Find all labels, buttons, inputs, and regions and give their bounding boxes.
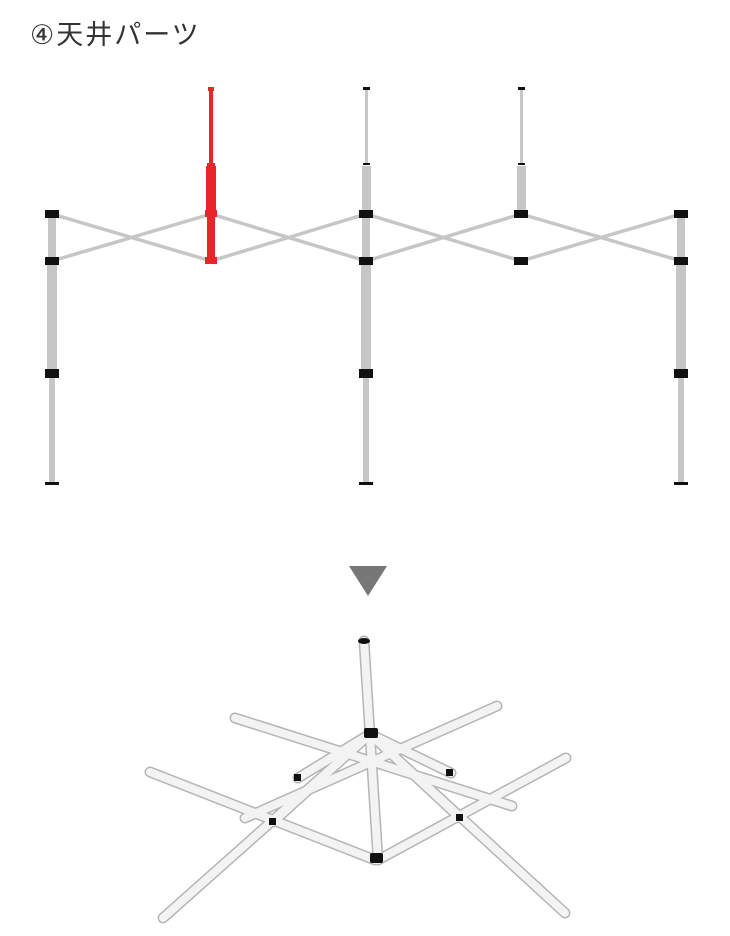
joint bbox=[446, 769, 453, 776]
leg-left bbox=[45, 216, 59, 485]
joints bbox=[45, 210, 688, 378]
down-triangle-icon bbox=[349, 566, 387, 596]
joint bbox=[674, 257, 688, 265]
joint bbox=[514, 210, 528, 218]
joint bbox=[359, 369, 373, 378]
bottom-hub bbox=[370, 853, 383, 863]
page-title: ④天井パーツ bbox=[30, 20, 201, 51]
joint bbox=[45, 210, 59, 218]
joint bbox=[674, 210, 688, 218]
truss-bar bbox=[365, 212, 522, 263]
joint bbox=[359, 210, 373, 218]
joint bbox=[674, 369, 688, 378]
joint bbox=[456, 814, 463, 821]
joint bbox=[514, 257, 528, 265]
joint bbox=[269, 818, 276, 825]
top-hub bbox=[364, 728, 378, 738]
roof-pole-highlighted bbox=[205, 87, 217, 264]
joint bbox=[294, 774, 301, 781]
tent-frame-diagram bbox=[45, 87, 688, 485]
leg-right bbox=[674, 216, 688, 485]
roof-pole-right bbox=[517, 87, 526, 212]
truss-bar bbox=[210, 212, 367, 263]
roof-pole-center bbox=[362, 87, 371, 212]
leg-center bbox=[359, 216, 373, 485]
canopy-frame-illustration bbox=[144, 635, 572, 924]
joint bbox=[45, 369, 59, 378]
joint bbox=[359, 257, 373, 265]
truss-bar bbox=[51, 212, 212, 263]
joint bbox=[45, 257, 59, 265]
scissor-truss bbox=[51, 212, 682, 263]
truss-bar bbox=[520, 212, 682, 263]
